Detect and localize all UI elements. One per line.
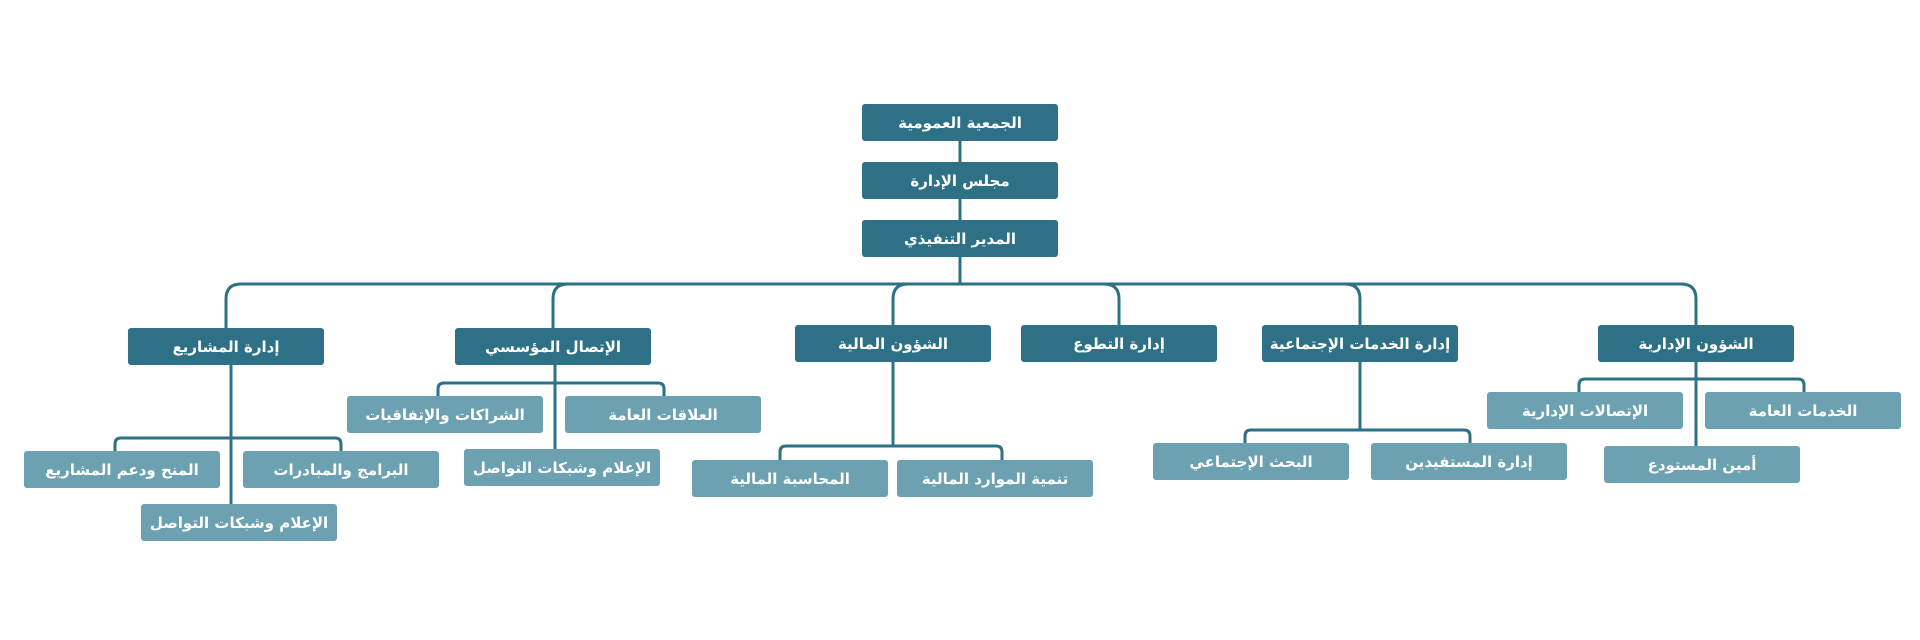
connector-drop-social — [1343, 282, 1362, 327]
connector-administration-bus — [1577, 377, 1806, 394]
node-beneficiary-management: إدارة المستفيدين — [1371, 443, 1567, 480]
node-communication-media-social: الإعلام وشبكات التواصل — [464, 449, 660, 486]
node-social-research: البحث الإجتماعي — [1153, 443, 1349, 480]
connector-communication-bus — [436, 381, 666, 398]
node-corporate-communication: الإتصال المؤسسي — [455, 328, 651, 365]
node-general-assembly: الجمعية العمومية — [862, 104, 1058, 141]
connector-projects-bus — [113, 436, 343, 453]
node-general-services: الخدمات العامة — [1705, 392, 1901, 429]
node-grants-project-support: المنح ودعم المشاريع — [24, 451, 220, 488]
connector-finance-bus — [778, 444, 1004, 462]
connector-drop-finance — [891, 282, 910, 327]
node-projects-media-social: الإعلام وشبكات التواصل — [141, 504, 337, 541]
connector-social-bus — [1243, 428, 1472, 445]
connector-drop-communication — [551, 282, 570, 330]
node-board-of-directors: مجلس الإدارة — [862, 162, 1058, 199]
node-administrative-affairs: الشؤون الإدارية — [1598, 325, 1794, 362]
node-warehouse-keeper: أمين المستودع — [1604, 446, 1800, 483]
node-financial-affairs: الشؤون المالية — [795, 325, 991, 362]
node-financial-resource-development: تنمية الموارد المالية — [897, 460, 1093, 497]
node-partnerships-agreements: الشراكات والإتفاقيات — [347, 396, 543, 433]
node-programs-initiatives: البرامج والمبادرات — [243, 451, 439, 488]
node-social-services-department: إدارة الخدمات الإجتماعية — [1262, 325, 1458, 362]
node-volunteering-department: إدارة التطوع — [1021, 325, 1217, 362]
node-administrative-communications: الإتصالات الإدارية — [1487, 392, 1683, 429]
connector-drop-volunteering — [1102, 282, 1121, 327]
node-financial-accounting: المحاسبة المالية — [692, 460, 888, 497]
node-projects-department: إدارة المشاريع — [128, 328, 324, 365]
connector-main-bus — [224, 282, 1698, 330]
node-executive-director: المدير التنفيذي — [862, 220, 1058, 257]
node-public-relations: العلاقات العامة — [565, 396, 761, 433]
